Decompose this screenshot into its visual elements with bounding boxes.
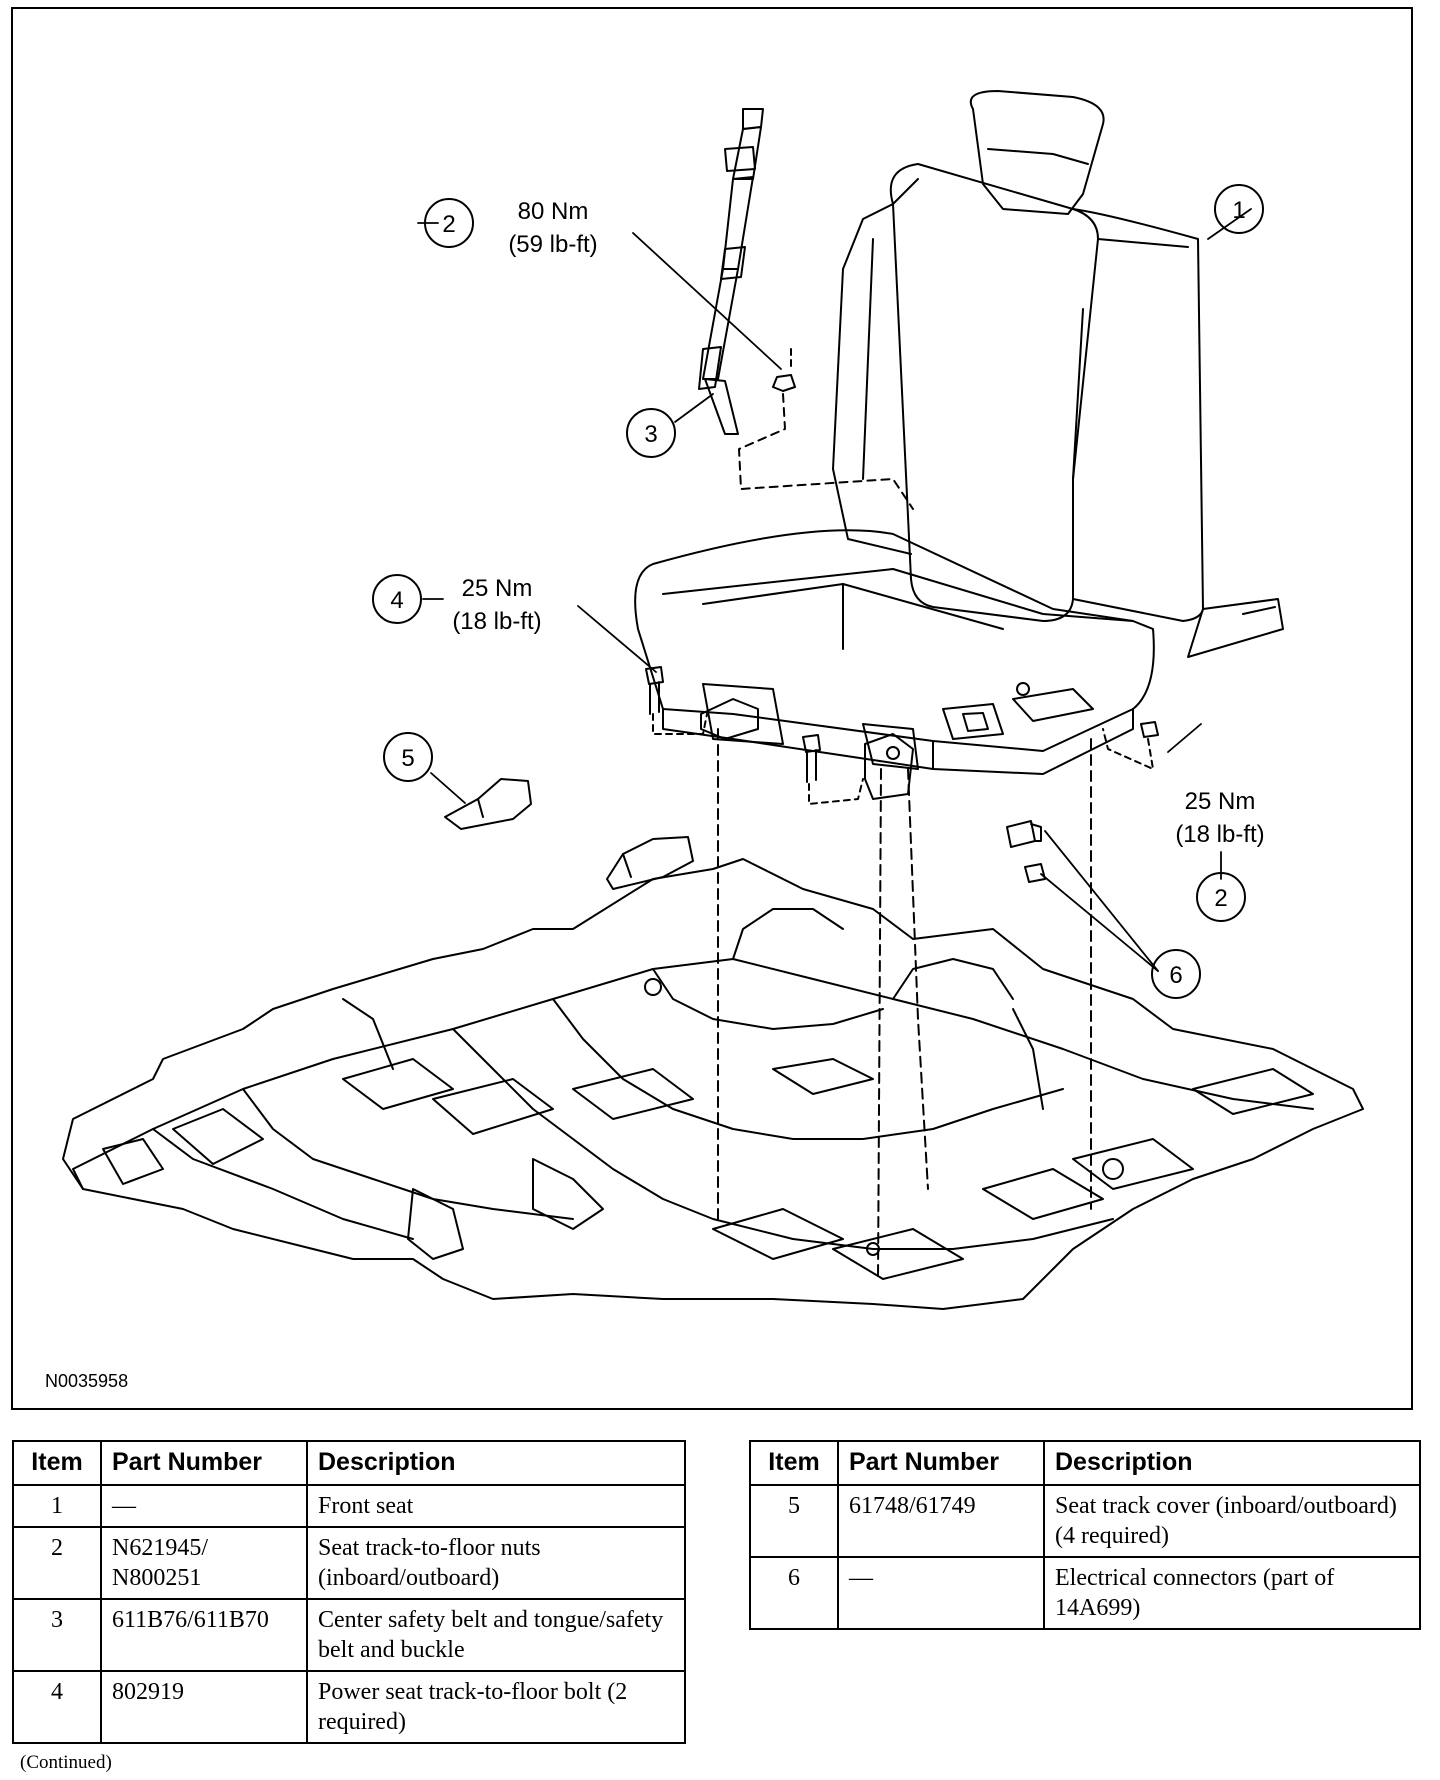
item-cell: 6 (749, 1556, 839, 1630)
header-description: Description (306, 1440, 686, 1486)
figure-id-label: N0035958 (45, 1371, 129, 1391)
description-cell: Front seat (306, 1484, 686, 1528)
callout-6: 6 (1151, 949, 1201, 999)
part-number-cell: N621945/ N800251 (100, 1526, 308, 1600)
header-part-number: Part Number (100, 1440, 308, 1486)
floor-pan-illustration (62, 858, 1364, 1310)
description-cell: Power seat track-to-floor bolt (2 requir… (306, 1670, 686, 1744)
part-number-cell: 802919 (100, 1670, 308, 1744)
callout-2-lower: 2 25 Nm (18 lb-ft) (1175, 788, 1265, 922)
torque-label-59lbft: (59 lb-ft) (508, 231, 597, 258)
header-item: Item (12, 1440, 102, 1486)
description-cell: Seat track cover (inboard/outboard) (4 r… (1043, 1484, 1421, 1558)
callout-3: 3 (626, 408, 676, 458)
item-cell: 3 (12, 1598, 102, 1672)
table-row: 4 802919 Power seat track-to-floor bolt … (12, 1670, 686, 1744)
parts-table-right: Item Part Number Description 5 61748/617… (749, 1440, 1421, 1630)
part-number-cell: 61748/61749 (837, 1484, 1045, 1558)
callout-4: 4 25 Nm (18 lb-ft) (372, 574, 542, 635)
torque-label-18lbft-right: (18 lb-ft) (1175, 821, 1264, 848)
seat-track-cover-illustration (444, 778, 694, 890)
table-row: 1 — Front seat (12, 1484, 686, 1528)
continued-note: (Continued) (20, 1752, 112, 1773)
description-cell: Center safety belt and tongue/safety bel… (306, 1598, 686, 1672)
torque-label-18lbft-left: (18 lb-ft) (452, 608, 541, 635)
description-cell: Seat track-to-floor nuts (inboard/outboa… (306, 1526, 686, 1600)
item-cell: 2 (12, 1526, 102, 1600)
table-row: 2 N621945/ N800251 Seat track-to-floor n… (12, 1526, 686, 1600)
part-number-cell: — (837, 1556, 1045, 1630)
track-to-floor-bolts (645, 666, 1159, 783)
callout-1: 1 (1214, 184, 1264, 234)
callout-2-lower-number: 2 (1214, 885, 1227, 912)
table-row: 3 611B76/611B70 Center safety belt and t… (12, 1598, 686, 1672)
table-header-row: Item Part Number Description (12, 1440, 686, 1486)
parts-table-left: Item Part Number Description 1 — Front s… (12, 1440, 686, 1744)
belt-anchor-nut (772, 374, 796, 392)
leader-lines (417, 208, 1252, 972)
callout-5: 5 (383, 732, 433, 782)
part-number-cell: 611B76/611B70 (100, 1598, 308, 1672)
callout-5-number: 5 (401, 745, 414, 772)
seat-exploded-diagram: 1 2 80 Nm (59 lb-ft) 3 4 25 Nm (18 lb-ft… (62, 90, 1364, 1310)
front-seat-illustration (634, 90, 1284, 775)
callout-2-upper-number: 2 (442, 211, 455, 238)
callout-1-number: 1 (1232, 197, 1245, 224)
callout-2-upper: 2 80 Nm (59 lb-ft) (424, 198, 598, 258)
item-cell: 5 (749, 1484, 839, 1558)
description-cell: Electrical connectors (part of 14A699) (1043, 1556, 1421, 1630)
torque-label-25nm-right: 25 Nm (1185, 788, 1256, 815)
header-description: Description (1043, 1440, 1421, 1486)
item-cell: 1 (12, 1484, 102, 1528)
header-part-number: Part Number (837, 1440, 1045, 1486)
part-number-cell: — (100, 1484, 308, 1528)
safety-belt-illustration (698, 108, 764, 435)
callout-6-number: 6 (1169, 962, 1182, 989)
torque-label-25nm-left: 25 Nm (462, 575, 533, 602)
callout-3-number: 3 (644, 421, 657, 448)
table-row: 5 61748/61749 Seat track cover (inboard/… (749, 1484, 1421, 1558)
callout-4-number: 4 (390, 587, 403, 614)
diagram-frame: 1 2 80 Nm (59 lb-ft) 3 4 25 Nm (18 lb-ft… (11, 7, 1413, 1410)
electrical-connectors-illustration (1006, 820, 1046, 883)
table-header-row: Item Part Number Description (749, 1440, 1421, 1486)
torque-label-80nm: 80 Nm (518, 198, 589, 225)
header-item: Item (749, 1440, 839, 1486)
table-row: 6 — Electrical connectors (part of 14A69… (749, 1556, 1421, 1630)
item-cell: 4 (12, 1670, 102, 1744)
